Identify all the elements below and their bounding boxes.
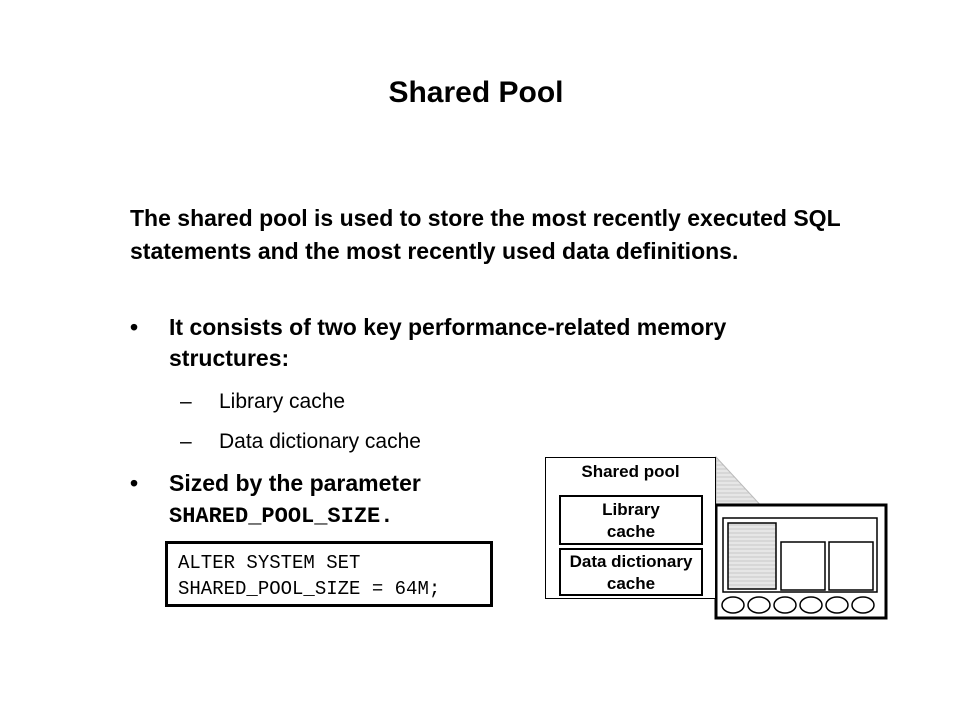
shared-pool-title: Shared pool [581,462,680,481]
shared-pool-box: Shared pool Library cache Data dictionar… [545,457,716,599]
code-line: ALTER SYSTEM SET [178,552,361,574]
process-oval [773,596,797,614]
intro-paragraph: The shared pool is used to store the mos… [130,205,841,264]
bullet-symbol: • [130,470,139,496]
subitem-text: Library cache [219,390,346,413]
process-oval [851,596,875,614]
process-oval [825,596,849,614]
bullet-text: It consists of two key performance-relat… [169,314,727,371]
data-dictionary-cache-box: Data dictionary cache [559,548,703,596]
slide-title: Shared Pool [388,76,564,109]
dash-symbol: – [180,390,192,413]
library-cache-label: cache [606,522,656,541]
bullet-text-label: Sized by the parameter [169,470,421,496]
sga-shared-pool-slot [727,522,777,590]
code-line: SHARED_POOL_SIZE = 64M; [178,578,441,600]
dictionary-cache-label: cache [606,574,656,593]
bullet-text: Sized by the parameter SHARED_POOL_SIZE. [169,468,849,532]
parameter-name: SHARED_POOL_SIZE. [169,504,394,529]
library-cache-box: Library cache [559,495,703,545]
sga-buffer-slot [828,541,874,591]
code-block: ALTER SYSTEM SET SHARED_POOL_SIZE = 64M; [165,541,493,607]
sga-buffer-slot [780,541,826,591]
process-oval [721,596,745,614]
process-oval [799,596,823,614]
bullet-symbol: • [130,314,139,340]
dash-symbol: – [180,430,192,453]
subitem-text: Data dictionary cache [219,430,421,453]
dictionary-cache-label: Data dictionary [569,552,693,571]
process-oval [747,596,771,614]
library-cache-label: Library [602,500,660,519]
